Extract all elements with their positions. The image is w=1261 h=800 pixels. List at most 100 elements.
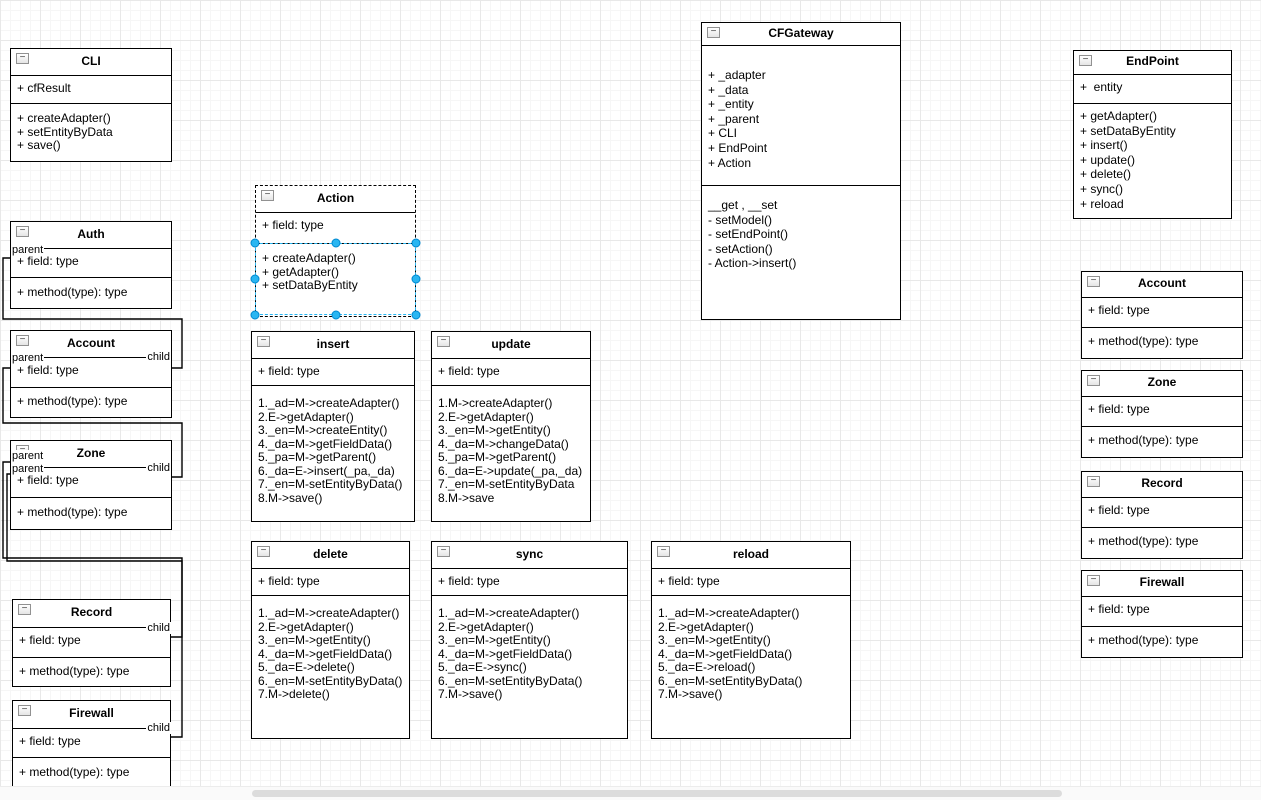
class-box-record-left[interactable]: −Record+ field: type+ method(type): type [12, 599, 171, 687]
connector-zone-record[interactable] [2, 461, 183, 638]
edge-label-child[interactable]: child [146, 351, 171, 363]
edge-label-parent[interactable]: parent [11, 450, 45, 462]
connector-zone-firewall[interactable] [6, 473, 183, 738]
member-text: 8.M->save() [258, 490, 323, 505]
collapse-icon[interactable]: − [16, 335, 29, 346]
collapse-icon[interactable]: − [16, 226, 29, 237]
class-title: Auth [11, 222, 171, 249]
member-text: 6._da=E->insert(_pa,_da) [258, 463, 395, 478]
member-text: 1._ad=M->createAdapter() [258, 396, 400, 410]
member-text: 2.E->getAdapter() [258, 409, 354, 424]
connector-account-zone[interactable] [2, 367, 183, 478]
collapse-icon[interactable]: − [1087, 375, 1100, 386]
class-box-record-right[interactable]: −Record+ field: type+ method(type): type [1081, 471, 1243, 559]
collapse-icon[interactable]: − [1087, 575, 1100, 586]
member-text: + field: type [1088, 303, 1150, 317]
edge-label-parent[interactable]: parent [11, 463, 45, 475]
horizontal-scrollbar-track[interactable] [0, 786, 1261, 800]
collapse-icon[interactable]: − [437, 546, 450, 557]
member-text: + field: type [658, 574, 720, 588]
member-text: + CLI [708, 126, 738, 141]
selection-handle[interactable] [331, 238, 340, 248]
collapse-icon[interactable]: − [437, 336, 450, 347]
selection-handle[interactable] [411, 310, 421, 320]
collapse-icon[interactable]: − [261, 190, 274, 201]
compartment: + field: type [1082, 597, 1242, 627]
selection-handle[interactable] [331, 310, 340, 320]
compartment: + getAdapter()+ setDataByEntity+ insert(… [1074, 104, 1231, 218]
collapse-icon[interactable]: − [1087, 276, 1100, 287]
class-box-account-right[interactable]: −Account+ field: type+ method(type): typ… [1081, 271, 1243, 359]
selection-handle[interactable] [411, 274, 421, 284]
class-box-cfgateway[interactable]: −CFGateway+ _adapter+ _data+ _entity+ _p… [701, 22, 901, 320]
compartment: + createAdapter()+ getAdapter()+ setData… [256, 244, 415, 316]
member-text: 4._da=M->getFieldData() [258, 436, 393, 451]
member-text: + Action [708, 155, 752, 170]
member-text: 4._da=M->getFieldData() [258, 646, 393, 661]
class-title: insert [252, 332, 414, 359]
collapse-icon[interactable]: − [257, 546, 270, 557]
member-text: + update() [1080, 152, 1136, 167]
edge-label-child[interactable]: child [146, 462, 171, 474]
member-text: 5._da=E->sync() [438, 660, 527, 674]
class-title: Record [13, 600, 170, 628]
edge-label-parent[interactable]: parent [11, 244, 45, 256]
class-title: Firewall [13, 701, 170, 729]
member-text: 2.E->getAdapter() [658, 619, 754, 634]
edge-label-parent[interactable]: parent [11, 352, 45, 364]
compartment: + field: type [11, 358, 171, 388]
collapse-icon[interactable]: − [257, 336, 270, 347]
member-text: + field: type [1088, 503, 1150, 517]
member-text: + method(type): type [1088, 433, 1199, 447]
collapse-icon[interactable]: − [1087, 476, 1100, 487]
edge-label-child[interactable]: child [146, 722, 171, 734]
class-box-account-left[interactable]: −Account+ field: type+ method(type): typ… [10, 330, 172, 418]
member-text: + createAdapter() [17, 111, 111, 125]
compartment: + field: type [11, 249, 171, 278]
selection-handle[interactable] [250, 310, 260, 320]
collapse-icon[interactable]: − [657, 546, 670, 557]
member-text: + field: type [17, 254, 79, 268]
collapse-icon[interactable]: − [16, 53, 29, 64]
horizontal-scrollbar-thumb[interactable] [252, 790, 1062, 797]
member-text: + _data [708, 82, 749, 97]
member-text: + entity [1080, 80, 1123, 94]
collapse-icon[interactable]: − [18, 705, 31, 716]
connector-auth-account[interactable] [2, 257, 183, 369]
class-title: Zone [1082, 371, 1242, 397]
member-text: + _adapter [708, 68, 766, 82]
member-text: 6._da=E->update(_pa,_da) [438, 463, 583, 478]
selection-handle[interactable] [250, 274, 260, 284]
class-box-action[interactable]: −Action+ field: type+ createAdapter()+ g… [255, 185, 416, 317]
compartment: + field: type [252, 359, 414, 386]
compartment: + method(type): type [1082, 528, 1242, 558]
member-text: 6._en=M-setEntityByData() [258, 673, 403, 688]
compartment: + entity [1074, 75, 1231, 104]
class-box-zone-right[interactable]: −Zone+ field: type+ method(type): type [1081, 370, 1243, 458]
class-box-firewall-right[interactable]: −Firewall+ field: type+ method(type): ty… [1081, 570, 1243, 658]
collapse-icon[interactable]: − [1079, 55, 1092, 66]
compartment: 1._ad=M->createAdapter()2.E->getAdapter(… [252, 386, 414, 521]
member-text: + method(type): type [17, 394, 128, 408]
class-title: delete [252, 542, 409, 569]
collapse-icon[interactable]: − [707, 27, 720, 38]
selection-handle[interactable] [250, 238, 260, 248]
selection-handle[interactable] [411, 238, 421, 248]
class-title: reload [652, 542, 850, 569]
class-box-firewall-left[interactable]: −Firewall+ field: type+ method(type): ty… [12, 700, 171, 789]
class-box-endpoint[interactable]: −EndPoint+ entity+ getAdapter()+ setData… [1073, 50, 1232, 219]
collapse-icon[interactable]: − [18, 604, 31, 615]
member-text: + field: type [17, 363, 79, 377]
edge-label-child[interactable]: child [146, 622, 171, 634]
class-box-cli[interactable]: −CLI+ cfResult+ createAdapter()+ setEnti… [10, 48, 172, 162]
member-text: 7.M->delete() [258, 687, 330, 701]
class-box-auth[interactable]: −Auth+ field: type+ method(type): type [10, 221, 172, 309]
compartment: + field: type [432, 569, 627, 596]
